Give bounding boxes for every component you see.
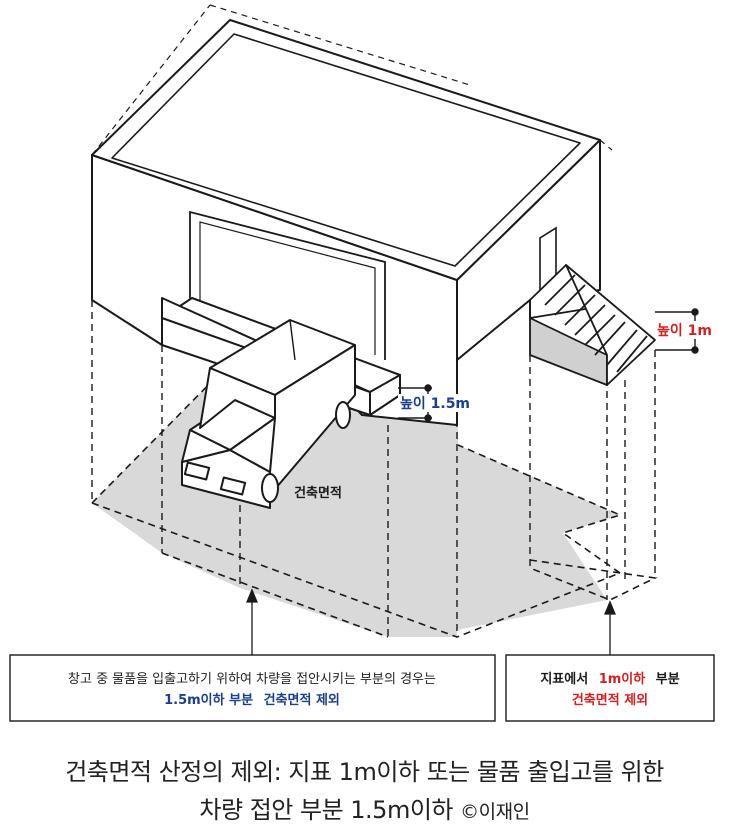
stairs — [529, 264, 656, 386]
loading-height-marker — [398, 384, 432, 422]
right-note-line1-c: 부분 — [656, 672, 680, 687]
right-note-line1: 지표에서 1m이하 부분 — [540, 671, 679, 687]
stairs-height-marker — [655, 308, 699, 354]
left-note-line2: 1.5m이하 부분 건축면적 제외 — [164, 692, 340, 708]
loading-height-label: 높이 1.5m — [400, 395, 470, 412]
floor-area-label: 건축면적 — [294, 485, 342, 501]
pointer-arrows — [246, 588, 616, 655]
right-note-box — [505, 654, 715, 722]
copyright-text: ©이재인 — [460, 801, 530, 823]
truck — [181, 319, 356, 509]
loading-height-bg — [398, 394, 460, 412]
loading-door — [189, 210, 386, 360]
right-note-line1-a: 지표에서 — [540, 671, 588, 687]
footprint-outline-truck — [161, 552, 389, 638]
right-note-line1-b: 1m이하 — [599, 671, 646, 687]
footprint-outline-stairs — [529, 559, 658, 601]
building — [91, 19, 601, 426]
caption-line2-text: 차량 접안 부분 1.5m이하 — [199, 796, 453, 824]
stairs-height-label: 높이 1m — [657, 322, 712, 339]
side-door — [539, 226, 557, 300]
footprint-outline-front — [91, 444, 623, 638]
left-note-line1: 창고 중 물품을 입출고하기 위하여 차량을 접안시키는 부분의 경우는 — [68, 672, 436, 687]
stairs-height-bg — [655, 321, 715, 339]
left-note-line2-a: 1.5m이하 부분 — [164, 692, 253, 708]
left-note-line2-b: 건축면적 제외 — [264, 692, 340, 708]
right-note-line2: 건축면적 제외 — [572, 692, 648, 708]
caption-line2: 차량 접안 부분 1.5m이하 ©이재인 — [0, 790, 729, 825]
footprint-outline — [91, 364, 229, 504]
left-note-box — [9, 654, 496, 722]
caption-line1: 건축면적 산정의 제외: 지표 1m이하 또는 물품 출입고를 위한 — [65, 758, 664, 786]
